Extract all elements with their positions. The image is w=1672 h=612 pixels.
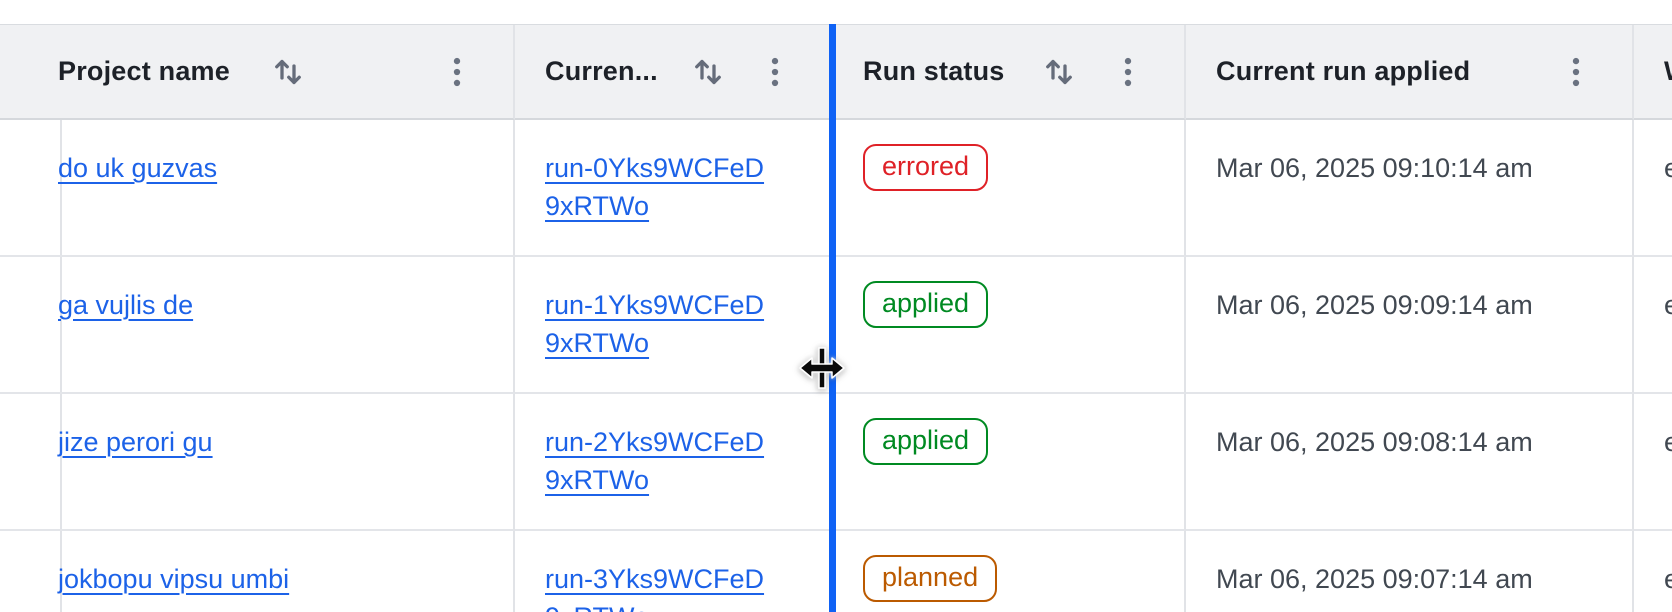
project-link[interactable]: jize perori gu (58, 427, 213, 457)
sort-button[interactable] (268, 50, 308, 94)
column-header-label: Current run applied (1216, 56, 1471, 86)
table-row: do uk guzvas run-0Yks9WCFeD 9xRTWo errore… (0, 120, 1672, 257)
sort-button[interactable] (1039, 50, 1079, 94)
column-header-run-status[interactable]: Run status (833, 25, 1186, 120)
current-run-applied-cell: Mar 06, 2025 09:10:14 am (1186, 120, 1634, 257)
run-link[interactable]: run-3Yks9WCFeD 9xRTWo (545, 560, 764, 612)
status-badge: applied (863, 281, 989, 328)
project-name-cell: jokbopu vipsu umbi (28, 531, 515, 612)
run-link[interactable]: run-1Yks9WCFeD 9xRTWo (545, 286, 764, 362)
run-id-line1: run-3Yks9WCFeD (545, 564, 765, 594)
status-badge: errored (863, 144, 989, 191)
column-menu-button[interactable] (437, 50, 477, 94)
project-link[interactable]: do uk guzvas (58, 153, 218, 183)
column-menu-button[interactable] (755, 50, 795, 94)
kebab-menu-icon (453, 57, 461, 86)
run-id-line1: run-0Yks9WCFeD (545, 153, 765, 183)
kebab-menu-icon (771, 57, 779, 86)
current-run-applied-cell: Mar 06, 2025 09:08:14 am (1186, 394, 1634, 531)
sort-button[interactable] (688, 50, 728, 94)
column-header-workspace[interactable]: W (1634, 25, 1672, 120)
run-link[interactable]: run-0Yks9WCFeD 9xRTWo (545, 149, 764, 225)
column-header-current-run[interactable]: Curren... (515, 25, 833, 120)
column-header-label: Run status (863, 56, 1005, 86)
project-name-cell: ga vujlis de (28, 257, 515, 394)
applied-timestamp: Mar 06, 2025 09:10:14 am (1216, 153, 1533, 183)
project-link[interactable]: jokbopu vipsu umbi (58, 564, 290, 594)
current-run-cell: run-1Yks9WCFeD 9xRTWo (515, 257, 833, 394)
column-header-project-name[interactable]: Project name (28, 25, 515, 120)
kebab-menu-icon (1572, 57, 1580, 86)
column-resize-indicator[interactable] (829, 24, 836, 612)
run-id-line2: 9xRTWo (545, 328, 650, 358)
sort-arrows-icon (694, 59, 721, 84)
current-run-cell: run-3Yks9WCFeD 9xRTWo (515, 531, 833, 612)
run-id-line2: 9xRTWo (545, 465, 650, 495)
applied-timestamp: Mar 06, 2025 09:09:14 am (1216, 290, 1533, 320)
current-run-applied-cell: Mar 06, 2025 09:09:14 am (1186, 257, 1634, 394)
current-run-cell: run-2Yks9WCFeD 9xRTWo (515, 394, 833, 531)
workspace-cell: e (1634, 394, 1672, 531)
column-header-label: Project name (58, 56, 230, 86)
run-id-line1: run-2Yks9WCFeD (545, 427, 765, 457)
workspace-text: e (1664, 153, 1672, 183)
table-row: jize perori gu run-2Yks9WCFeD 9xRTWo appl… (0, 394, 1672, 531)
run-status-cell: errored (833, 120, 1186, 257)
workspaces-table: Project name Curren... (0, 24, 1672, 612)
current-run-applied-cell: Mar 06, 2025 09:07:14 am (1186, 531, 1634, 612)
sort-arrows-icon (275, 59, 301, 84)
project-link[interactable]: ga vujlis de (58, 290, 194, 320)
workspace-cell: e (1634, 120, 1672, 257)
workspace-text: e (1664, 290, 1672, 320)
run-id-line1: run-1Yks9WCFeD (545, 290, 765, 320)
project-name-cell: do uk guzvas (28, 120, 515, 257)
table-row: jokbopu vipsu umbi run-3Yks9WCFeD9xRTWo … (0, 531, 1672, 612)
column-header-label: W (1664, 56, 1672, 87)
sort-arrows-icon (1045, 59, 1072, 84)
project-name-cell: jize perori gu (28, 394, 515, 531)
table-header-row: Project name Curren... (0, 25, 1672, 120)
column-menu-button[interactable] (1108, 50, 1148, 94)
workspace-text: e (1664, 564, 1672, 594)
gutter-cell (0, 531, 62, 612)
column-menu-button[interactable] (1556, 50, 1596, 94)
run-status-cell: applied (833, 257, 1186, 394)
workspace-cell: e (1634, 257, 1672, 394)
run-link[interactable]: run-2Yks9WCFeD 9xRTWo (545, 423, 764, 499)
column-header-label: Curren... (545, 56, 658, 86)
workspace-cell: e (1634, 531, 1672, 612)
run-id-line2: 9xRTWo (545, 191, 650, 221)
column-header-current-run-applied[interactable]: Current run applied (1186, 25, 1634, 120)
run-status-cell: planned (833, 531, 1186, 612)
applied-timestamp: Mar 06, 2025 09:08:14 am (1216, 427, 1533, 457)
table-row: ga vujlis de run-1Yks9WCFeD 9xRTWo applie… (0, 257, 1672, 394)
status-badge: planned (863, 555, 998, 602)
workspace-text: e (1664, 427, 1672, 457)
kebab-menu-icon (1124, 57, 1132, 86)
run-status-cell: applied (833, 394, 1186, 531)
status-badge: applied (863, 418, 989, 465)
resize-cursor-icon (799, 347, 845, 389)
applied-timestamp: Mar 06, 2025 09:07:14 am (1216, 564, 1533, 594)
run-id-line2: 9xRTWo (545, 602, 649, 612)
current-run-cell: run-0Yks9WCFeD 9xRTWo (515, 120, 833, 257)
